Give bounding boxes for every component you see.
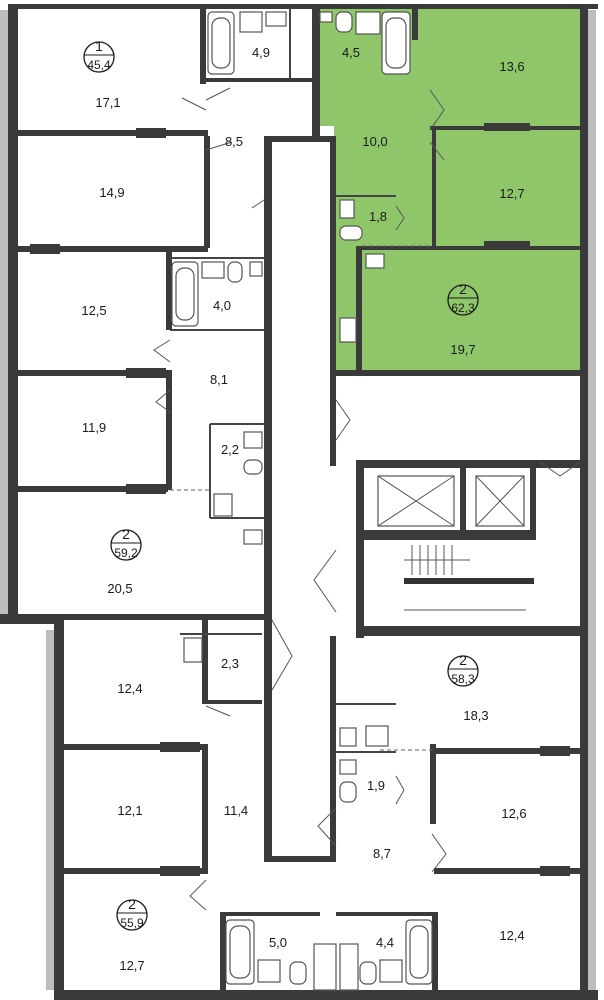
- room-area: 12,4: [117, 681, 142, 696]
- room-area: 20,5: [107, 581, 132, 596]
- room-area: 17,1: [95, 95, 120, 110]
- room-area: 10,0: [362, 134, 387, 149]
- staircase: [404, 545, 534, 611]
- room-area: 2,3: [221, 656, 239, 671]
- doors: [153, 87, 581, 911]
- room-area: 8,7: [373, 846, 391, 861]
- apartment-badge-apt-2c[interactable]: 2 58,3: [447, 652, 479, 687]
- apartment-badge-apt-2b[interactable]: 2 59,2: [110, 526, 142, 561]
- apt-rooms: 2: [128, 896, 136, 912]
- elevator-shafts: [377, 475, 525, 527]
- apartment-badge-apt-2d[interactable]: 2 55,9: [116, 896, 148, 931]
- apt-area: 55,9: [120, 916, 144, 930]
- apt-area: 62,3: [451, 301, 475, 315]
- room-area: 4,0: [213, 298, 231, 313]
- room-area: 12,7: [499, 186, 524, 201]
- apt-rooms: 2: [122, 526, 130, 542]
- room-area: 1,8: [369, 209, 387, 224]
- room-area: 12,1: [117, 803, 142, 818]
- room-area: 18,3: [463, 708, 488, 723]
- room-area: 1,9: [367, 778, 385, 793]
- apartment-badge-apt-1[interactable]: 1 45,4: [83, 38, 115, 73]
- room-area: 14,9: [99, 185, 124, 200]
- room-area: 12,7: [119, 958, 144, 973]
- apt-rooms: 2: [459, 652, 467, 668]
- room-area: 12,4: [499, 928, 524, 943]
- apt-rooms: 1: [95, 38, 103, 54]
- room-area: 19,7: [450, 342, 475, 357]
- room-area: 13,6: [499, 59, 524, 74]
- interior-walls: [18, 4, 586, 992]
- room-area: 5,0: [269, 935, 287, 950]
- room-area: 11,9: [82, 420, 106, 435]
- apt-rooms: 2: [459, 281, 467, 297]
- room-area: 11,4: [224, 803, 248, 818]
- room-area: 4,4: [376, 935, 394, 950]
- apt-area: 58,3: [451, 672, 475, 686]
- room-area: 12,6: [501, 806, 526, 821]
- room-area: 4,9: [252, 45, 270, 60]
- room-labels: 17,1 4,9 4,5 13,6 8,5 10,0 14,9 12,7 1,8…: [81, 45, 526, 973]
- partitions: [170, 8, 434, 753]
- room-area: 8,1: [210, 372, 228, 387]
- bath-fixtures: [171, 11, 433, 991]
- room-area: 2,2: [221, 442, 239, 457]
- apt-area: 45,4: [87, 58, 111, 72]
- apt-area: 59,2: [114, 546, 138, 560]
- room-area: 8,5: [225, 134, 243, 149]
- room-area: 4,5: [342, 45, 360, 60]
- left-windows: [0, 10, 596, 990]
- apartment-badge-apt-2a[interactable]: 2 62,3: [447, 281, 479, 316]
- room-area: 12,5: [81, 303, 106, 318]
